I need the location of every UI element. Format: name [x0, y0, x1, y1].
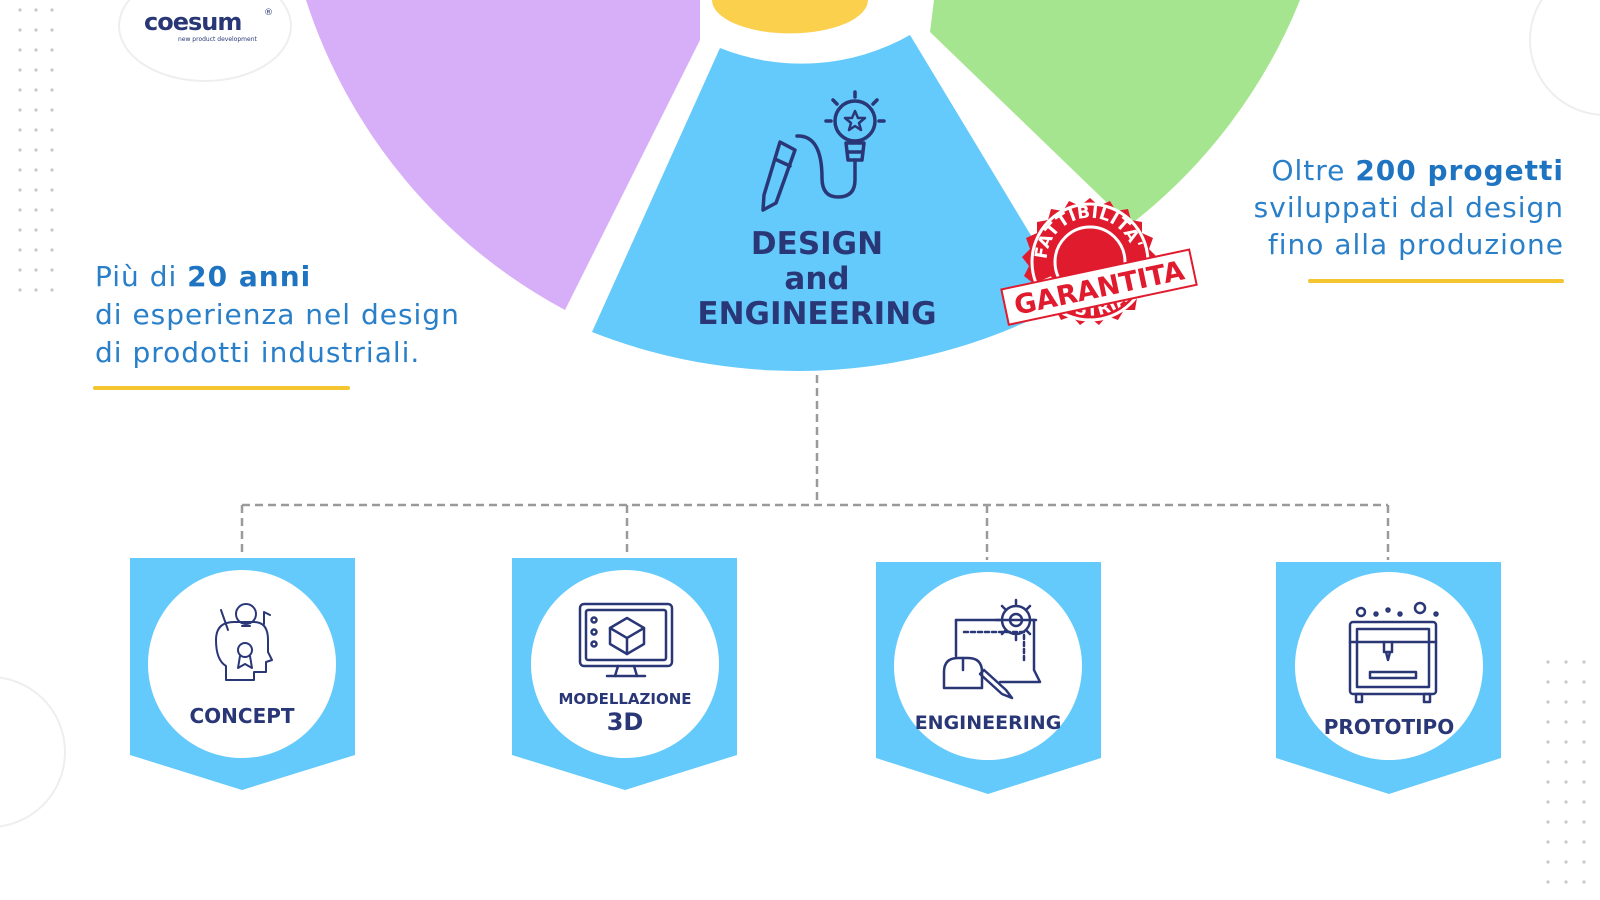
- wheel-segment-blue: [592, 35, 1070, 371]
- dot-grid-right: [1546, 660, 1586, 884]
- step-badge-concept: [130, 558, 355, 790]
- wheel-segment-green: [930, 0, 1300, 225]
- projects-line3: fino alla produzione: [1267, 228, 1564, 261]
- experience-text: Più di 20 anni di esperienza nel design …: [95, 258, 460, 372]
- center-title-line2: and: [784, 261, 849, 297]
- step-label-prototipo: PROTOTIPO: [1324, 715, 1454, 739]
- projects-line2: sviluppati dal design: [1253, 191, 1564, 224]
- center-title-line1: DESIGN: [751, 226, 883, 262]
- decor-circle-right: [1529, 0, 1600, 116]
- 3d-printer-icon: [1348, 601, 1439, 704]
- projects-underline: [1308, 279, 1564, 283]
- experience-underline: [93, 386, 350, 390]
- step-badge-modellazione: [512, 558, 737, 790]
- step-label-engineering: ENGINEERING: [915, 712, 1062, 734]
- logo-registered-mark: ®: [264, 8, 273, 18]
- wheel-segment-purple: [306, 0, 700, 310]
- step-badge-engineering: [876, 562, 1101, 794]
- concept-head-icon: [215, 603, 273, 681]
- wheel-segment-yellow: [712, 0, 868, 34]
- step-label-modellazione: MODELLAZIONE: [558, 690, 691, 708]
- step-label-3d: 3D: [607, 708, 644, 736]
- step-label-concept: CONCEPT: [189, 704, 294, 728]
- projects-highlight: 200 progetti: [1355, 154, 1564, 187]
- projects-prefix: Oltre: [1271, 154, 1356, 187]
- experience-highlight: 20 anni: [187, 260, 312, 293]
- lightbulb-pencil-icon: [761, 90, 886, 212]
- dot-grid-left: [18, 8, 54, 292]
- projects-text: Oltre 200 progetti sviluppati dal design…: [1254, 152, 1564, 263]
- center-title-line3: ENGINEERING: [697, 296, 936, 332]
- decor-circle-left: [0, 676, 66, 828]
- fattibilita-garantita-stamp: FATTIBILITA' INDUSTRIALE GARANTITA: [1000, 198, 1198, 326]
- tree-connectors: [240, 375, 1390, 560]
- monitor-3d-cube-icon: [578, 602, 674, 678]
- experience-prefix: Più di: [95, 260, 188, 293]
- blueprint-gear-icon: [942, 598, 1042, 700]
- logo-wordmark: coesum: [144, 8, 242, 36]
- experience-line2: di esperienza nel design: [95, 298, 460, 331]
- logo-subtitle: new product development: [178, 36, 257, 43]
- experience-line3: di prodotti industriali.: [95, 336, 421, 369]
